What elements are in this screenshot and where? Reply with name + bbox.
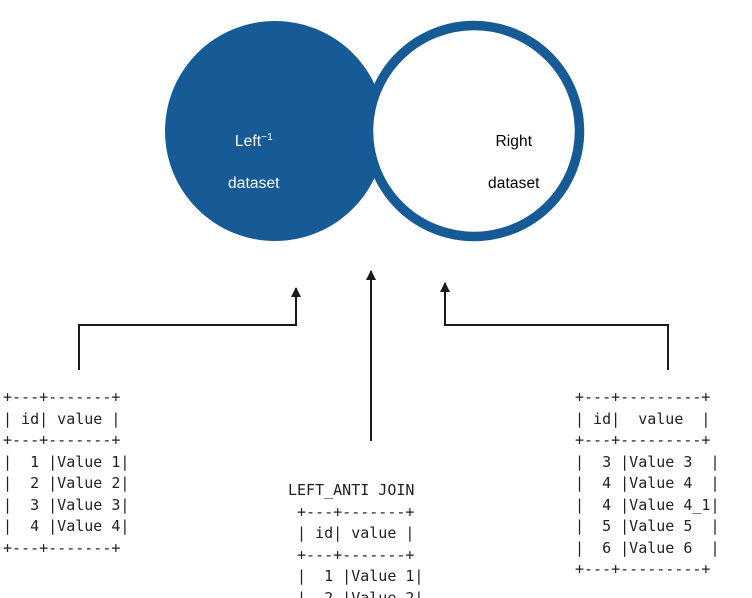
right-circle-shape [363,20,585,242]
result-table: +---+-------+ | id| value | +---+-------… [297,502,424,598]
right-dataset-table: +---+---------+ | id| value | +---+-----… [575,388,720,578]
left-circle-label: Left−1 dataset [185,110,305,215]
result-table-group: LEFT_ANTI JOIN +---+-------+ | id| value… [288,437,423,598]
left-circle-label-superscript: −1 [261,131,273,143]
right-circle-fill [368,25,580,237]
arrow-right-dataset [440,282,669,370]
left-circle-shape [165,21,385,241]
venn-diagram [165,20,585,242]
right-circle-label: Right dataset [450,110,560,215]
left-dataset-table: +---+-------+ | id| value | +---+-------… [3,388,130,557]
left-circle-label-line1: Left [234,133,262,150]
left-circle-label-line2: dataset [228,175,280,192]
right-circle-label-line1: Right [495,133,533,150]
connector-arrows [78,270,669,441]
join-type-label: LEFT_ANTI JOIN [288,481,415,499]
arrow-left-dataset [78,287,301,370]
right-circle-label-line2: dataset [488,175,540,192]
